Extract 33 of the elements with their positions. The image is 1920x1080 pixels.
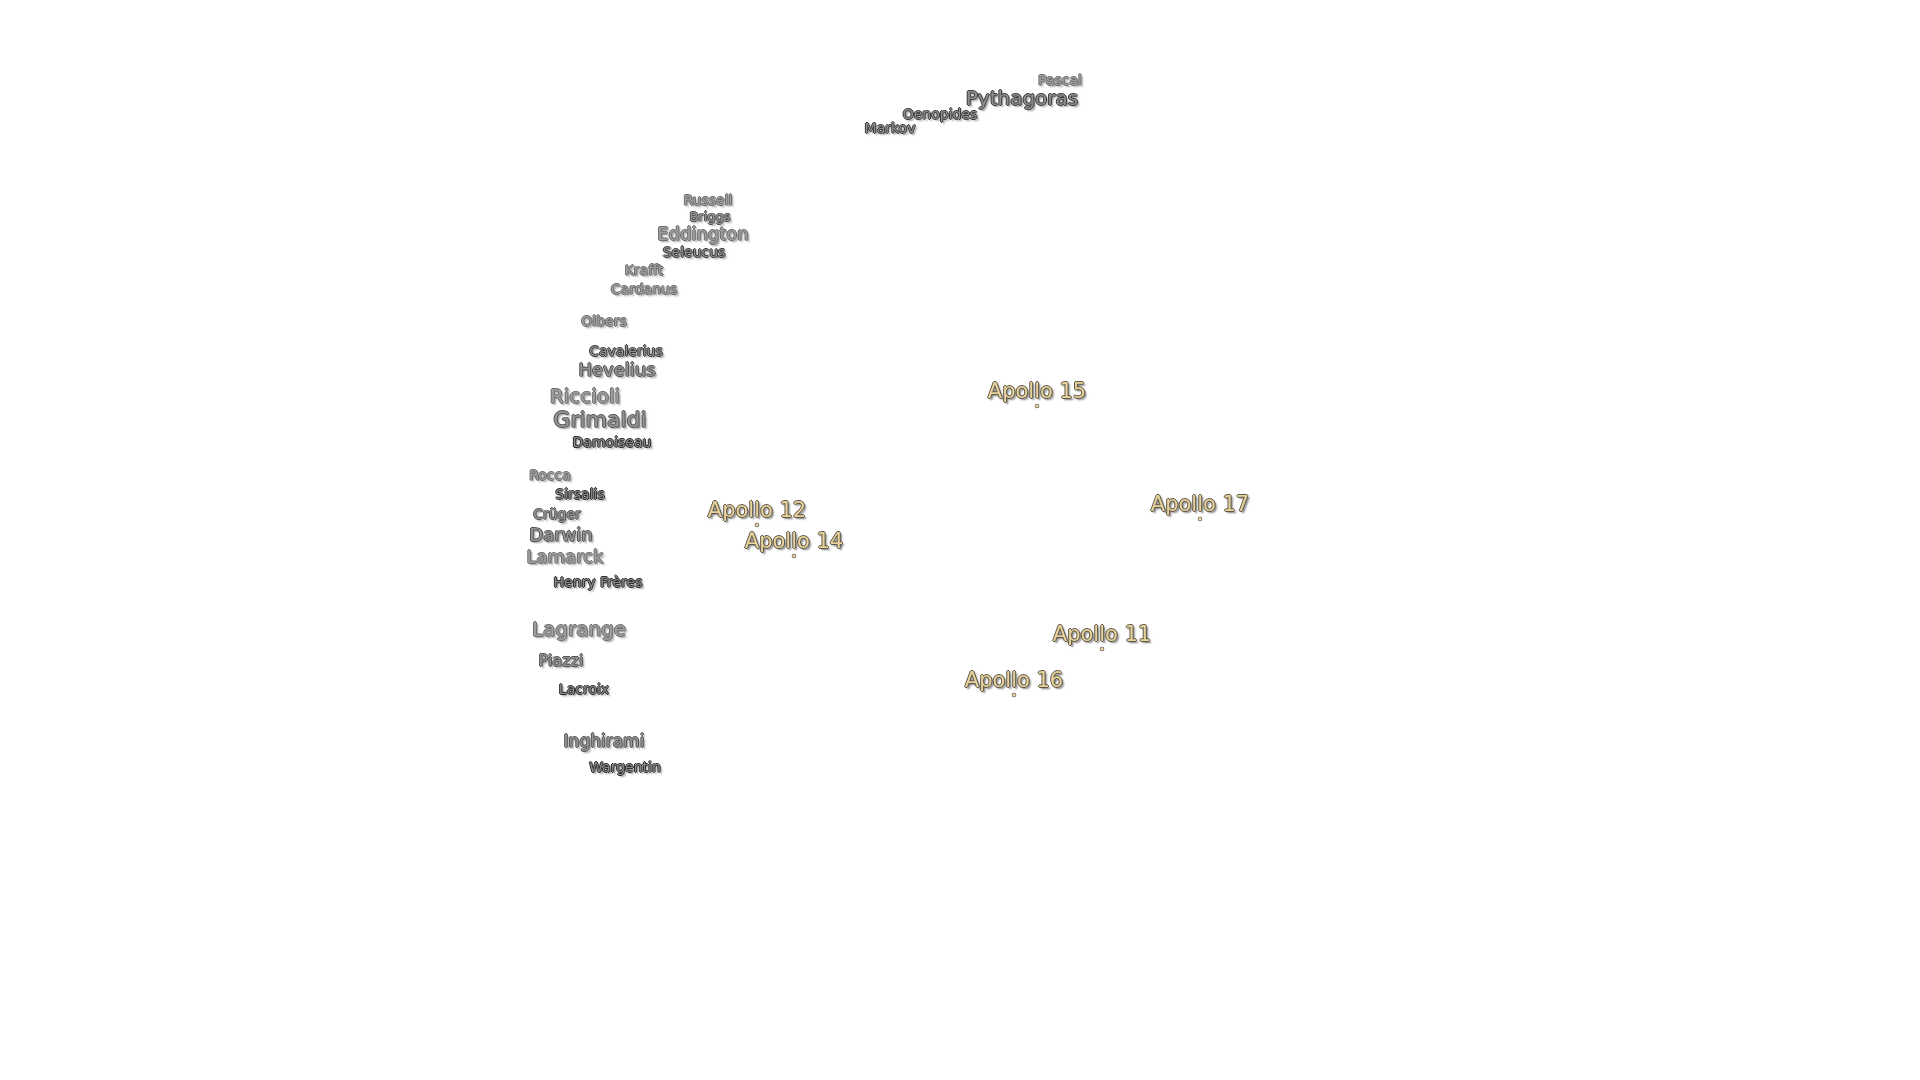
- crater-label: Riccioli: [549, 386, 621, 406]
- crater-label: Piazzi: [538, 653, 584, 669]
- crater-label: Lamarck: [526, 548, 604, 566]
- landing-site-label: Apollo 11: [1052, 623, 1152, 645]
- crater-label: Olbers: [581, 314, 627, 328]
- crater-label: Krafft: [624, 263, 664, 277]
- crater-label: Lacroix: [558, 682, 610, 696]
- crater-label: Eddington: [657, 225, 749, 243]
- crater-label: Cardanus: [610, 282, 678, 296]
- crater-label: Sirsalis: [555, 487, 605, 501]
- crater-label: Hevelius: [578, 361, 656, 379]
- crater-label: Damoiseau: [572, 435, 652, 449]
- crater-label: Cavalerius: [589, 344, 663, 358]
- crater-label: Henry Frères: [553, 575, 643, 589]
- crater-label: Seleucus: [662, 245, 726, 259]
- crater-label: Darwin: [529, 526, 593, 544]
- crater-label: Russell: [683, 193, 733, 207]
- crater-label: Wargentin: [589, 760, 661, 774]
- crater-label: Markov: [864, 121, 916, 135]
- crater-label: Lagrange: [531, 619, 627, 639]
- landing-site-label: Apollo 16: [964, 669, 1064, 691]
- crater-label: Pascal: [1038, 73, 1082, 87]
- landing-site-label: Apollo 12: [707, 499, 807, 521]
- crater-label: Grimaldi: [553, 409, 647, 431]
- landing-site-label: Apollo 14: [744, 530, 844, 552]
- crater-label: Crüger: [533, 507, 581, 521]
- landing-site-label: Apollo 17: [1150, 493, 1250, 515]
- crater-label: Briggs: [689, 209, 731, 223]
- landing-site-label: Apollo 15: [987, 380, 1087, 402]
- crater-label: Rocca: [529, 468, 571, 482]
- crater-label: Pythagoras: [965, 88, 1079, 108]
- crater-label: Inghirami: [563, 732, 645, 750]
- crater-label: Oenopides: [902, 107, 978, 121]
